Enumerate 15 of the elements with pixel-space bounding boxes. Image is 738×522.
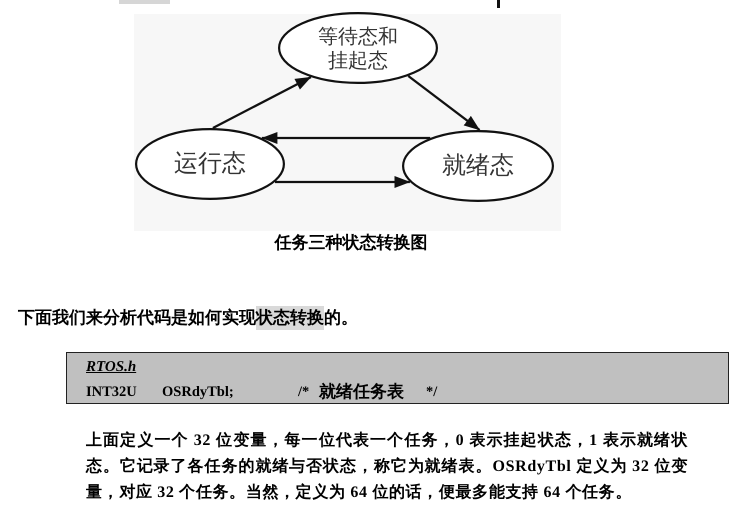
arrow: [261, 132, 430, 144]
code-box: [66, 352, 729, 404]
figure-caption: 任务三种状态转换图: [274, 232, 428, 254]
paragraph: 上面定义一个 32 位变量，每一位代表一个任务，0 表示挂起状态，1 表示就绪状态。它记录了各任务的就绪与否状态，称它为就绪表。OSRdyTbl 定义为 32 位变量，对应 32 个任务。当然，定义为 64 位的话，便最多能支持 64 个任务。: [86, 430, 688, 503]
file-name: RTOS.h: [86, 358, 136, 376]
state-ellipse: [135, 128, 285, 200]
code-line: INT32U OSRdyTbl; /* 就绪任务表 */: [86, 382, 438, 402]
state-label: 运行态: [174, 149, 246, 179]
arrow: [408, 75, 480, 131]
state-label: 等待态和挂起态: [317, 24, 399, 72]
state-ellipse: [402, 130, 554, 202]
arrow: [212, 76, 312, 130]
arrow: [275, 176, 410, 188]
state-label: 就绪态: [442, 151, 514, 181]
state-ellipse: [278, 12, 438, 84]
